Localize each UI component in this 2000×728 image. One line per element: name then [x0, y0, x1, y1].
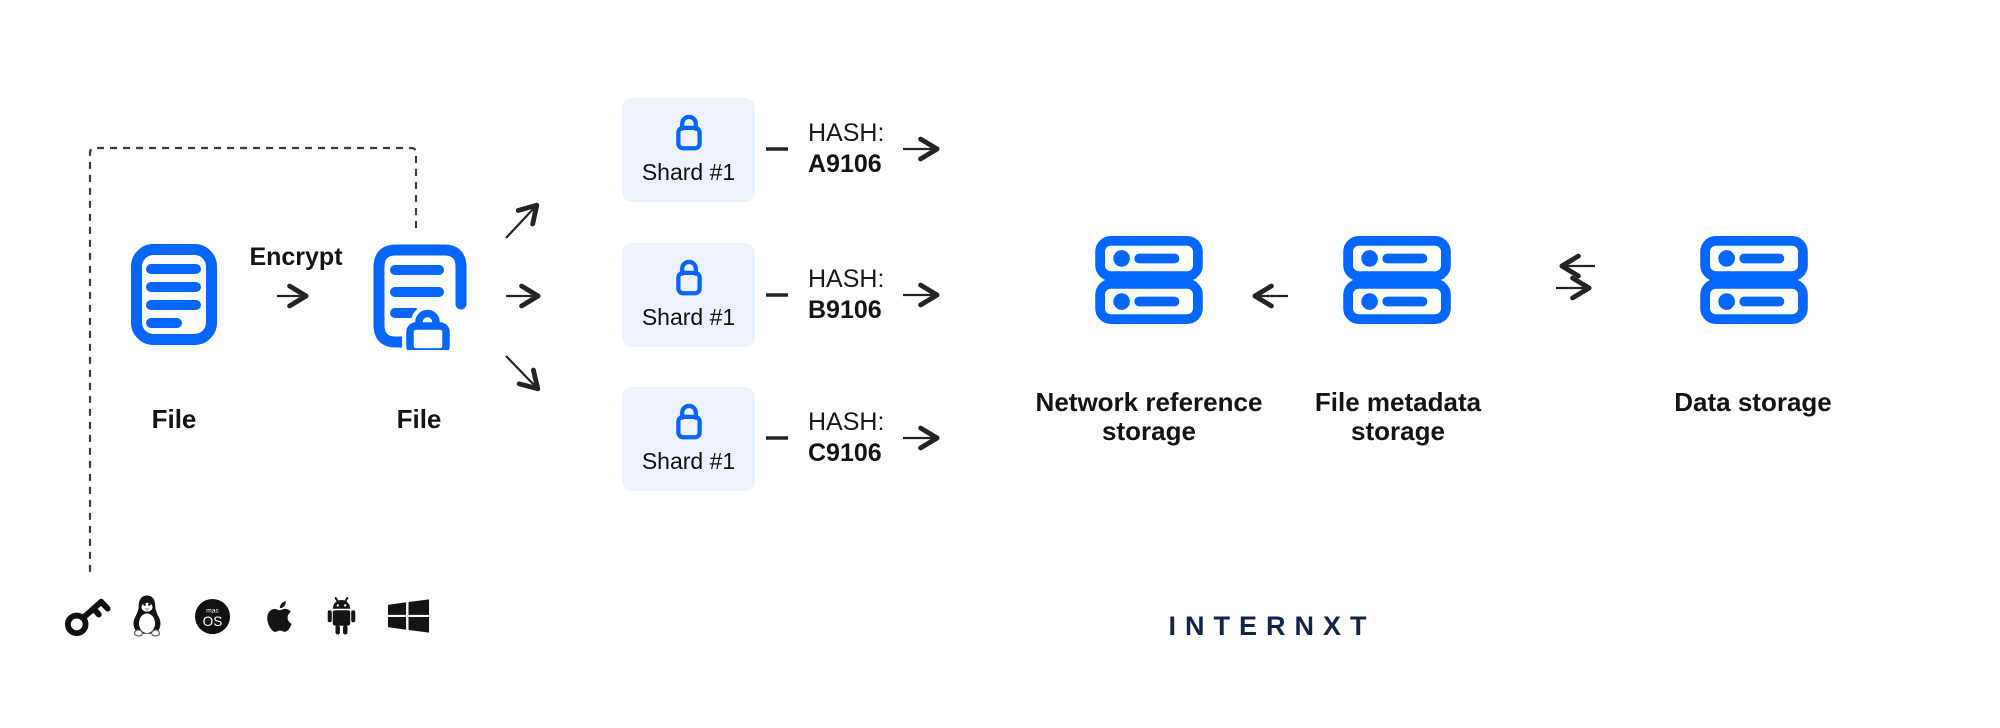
encryption-key-dashed-path [88, 146, 418, 572]
lock-icon [675, 259, 702, 296]
lock-icon [675, 114, 702, 151]
shard-label: Shard #1 [641, 448, 736, 474]
apple-icon [267, 601, 292, 632]
shard-label: Shard #1 [641, 304, 736, 330]
shard-label: Shard #1 [641, 159, 736, 185]
network-reference-storage-label: Network reference storage [1035, 387, 1263, 446]
shard-3-hash: HASH: C9106 [808, 407, 968, 469]
hash-label: HASH: [808, 408, 885, 436]
android-icon [327, 597, 356, 635]
linux-icon [133, 595, 161, 637]
encrypted-file-label: File [396, 404, 442, 434]
shard-box-1: Shard #1 [622, 98, 755, 202]
windows-icon [387, 599, 430, 633]
shard-box-2: Shard #1 [622, 243, 755, 347]
file-icon [131, 244, 217, 345]
hash-value: B9106 [808, 296, 882, 324]
file-metadata-storage-label: File metadata storage [1314, 387, 1482, 446]
hash-value: A9106 [808, 150, 882, 178]
network-reference-server-icon [1095, 236, 1203, 324]
file-lock-icon [402, 305, 454, 350]
encrypted-file-icon [373, 244, 467, 350]
shard-1-hash: HASH: A9106 [808, 118, 968, 180]
encrypt-label: Encrypt [249, 243, 343, 271]
key-icon [64, 598, 111, 637]
lock-icon [675, 403, 702, 440]
shard-2-hash: HASH: B9106 [808, 264, 968, 326]
internxt-logo: INTERNXT [1168, 611, 1376, 641]
hash-label: HASH: [808, 119, 885, 147]
file-metadata-server-icon [1343, 236, 1451, 324]
macos-icon: mac OS [194, 598, 231, 635]
svg-text:mac: mac [206, 608, 219, 615]
fan-arrow-up [505, 202, 540, 239]
data-storage-label: Data storage [1674, 387, 1832, 417]
source-file-label: File [151, 404, 197, 434]
fan-arrow-down [505, 355, 541, 392]
shard-box-3: Shard #1 [622, 387, 755, 491]
hash-value: C9106 [808, 439, 882, 467]
data-storage-server-icon [1700, 236, 1808, 324]
svg-text:OS: OS [203, 614, 223, 629]
hash-label: HASH: [808, 265, 885, 293]
